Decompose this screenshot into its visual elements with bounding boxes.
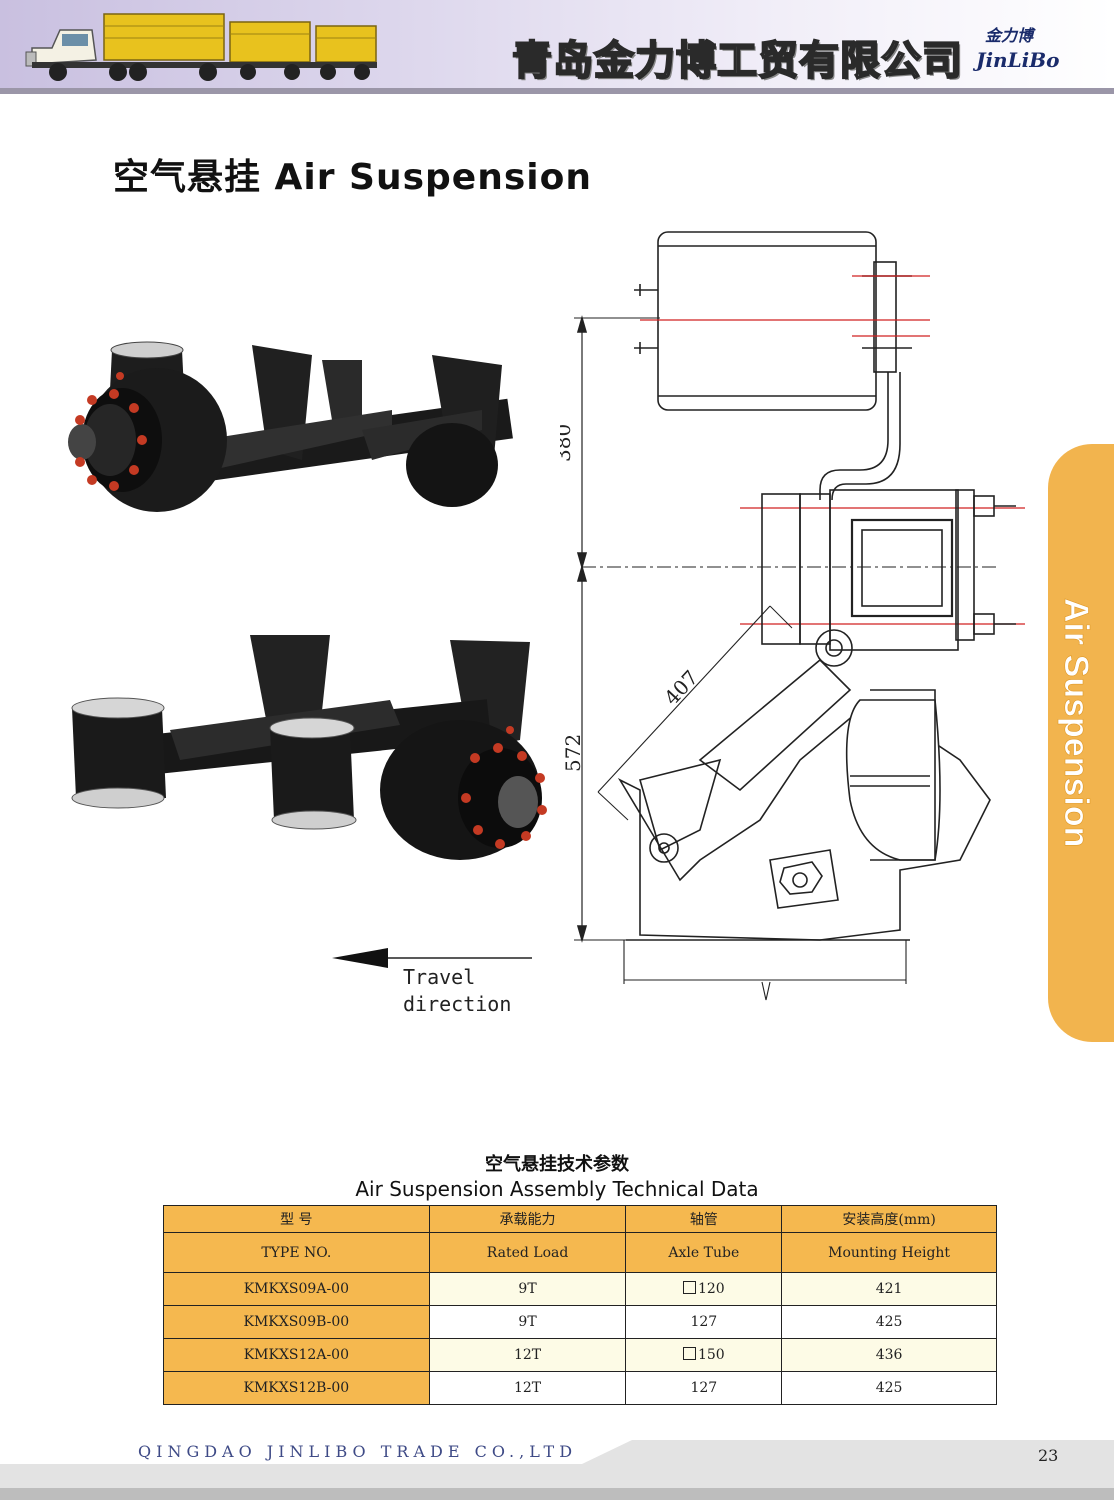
header-en-type: TYPE NO.	[163, 1232, 430, 1273]
header-en-load: Rated Load	[428, 1232, 627, 1273]
technical-drawing: 380 572 407	[560, 231, 1025, 1001]
table-header-row-cn: 型 号 承载能力 轴管 安装高度(mm)	[163, 1205, 997, 1233]
company-logo: 金力博 JinLiBo	[976, 22, 1060, 84]
cell-tube: 127	[625, 1371, 783, 1405]
cell-tube-value: 150	[697, 1347, 725, 1363]
logo-cn: 金力博	[984, 26, 1033, 45]
travel-line-1: Travel	[403, 965, 476, 989]
square-tube-icon	[682, 1281, 696, 1294]
header-en-tube: Axle Tube	[625, 1232, 783, 1273]
cell-tube: 150	[625, 1338, 783, 1372]
cell-height: 425	[781, 1371, 997, 1405]
cell-load: 9T	[428, 1305, 627, 1339]
table-row: KMKXS09A-00 9T 120 421	[163, 1272, 997, 1306]
travel-line-2: direction	[403, 992, 512, 1016]
cell-type: KMKXS12B-00	[163, 1371, 430, 1405]
table-title-en: Air Suspension Assembly Technical Data	[355, 1177, 759, 1201]
travel-direction-arrow	[332, 948, 532, 968]
truck-image	[25, 13, 377, 81]
svg-text:380: 380	[560, 424, 575, 462]
page-number: 23	[1038, 1446, 1059, 1465]
cell-type: KMKXS09B-00	[163, 1305, 430, 1339]
cell-load: 12T	[428, 1371, 627, 1405]
header-cn-height: 安装高度(mm)	[781, 1205, 997, 1233]
technical-data-table: 型 号 承载能力 轴管 安装高度(mm) TYPE NO. Rated Load…	[163, 1205, 997, 1405]
cell-tube-value: 120	[697, 1281, 725, 1297]
table-row: KMKXS12B-00 12T 127 425	[163, 1371, 997, 1405]
cell-load: 12T	[428, 1338, 627, 1372]
table-row: KMKXS09B-00 9T 127 425	[163, 1305, 997, 1339]
table-title-cn: 空气悬挂技术参数	[485, 1154, 629, 1175]
travel-direction-label: Travel direction	[403, 964, 511, 1018]
cell-height: 425	[781, 1305, 997, 1339]
table-row: KMKXS12A-00 12T 150 436	[163, 1338, 997, 1372]
cell-type: KMKXS12A-00	[163, 1338, 430, 1372]
cell-tube: 127	[625, 1305, 783, 1339]
header-cn-type: 型 号	[163, 1205, 430, 1233]
header-cn-tube: 轴管	[625, 1205, 783, 1233]
svg-text:572: 572	[561, 734, 585, 772]
table-header-row-en: TYPE NO. Rated Load Axle Tube Mounting H…	[163, 1232, 997, 1273]
svg-text:Air Suspension: Air Suspension	[1057, 598, 1095, 847]
logo-en: JinLiBo	[976, 48, 1060, 72]
page-title: 空气悬挂 Air Suspension	[113, 157, 592, 198]
suspension-photo-top	[68, 341, 513, 512]
header-cn-load: 承载能力	[428, 1205, 627, 1233]
footer-company-name: QINGDAO JINLIBO TRADE CO.,LTD	[138, 1442, 578, 1461]
square-tube-icon	[682, 1347, 696, 1360]
company-name-cn: 青岛金力博工贸有限公司	[511, 37, 963, 85]
side-tab-label: Air Suspension	[1057, 598, 1095, 848]
cell-type: KMKXS09A-00	[163, 1272, 430, 1306]
header-en-height: Mounting Height	[781, 1232, 997, 1273]
svg-text:407: 407	[659, 666, 703, 710]
side-tab	[1048, 444, 1114, 1042]
suspension-photo-bottom	[71, 635, 547, 860]
footer-band	[0, 1440, 1114, 1500]
cell-tube: 120	[625, 1272, 783, 1306]
cell-height: 421	[781, 1272, 997, 1306]
header-divider	[0, 88, 1114, 94]
cell-load: 9T	[428, 1272, 627, 1306]
cell-height: 436	[781, 1338, 997, 1372]
